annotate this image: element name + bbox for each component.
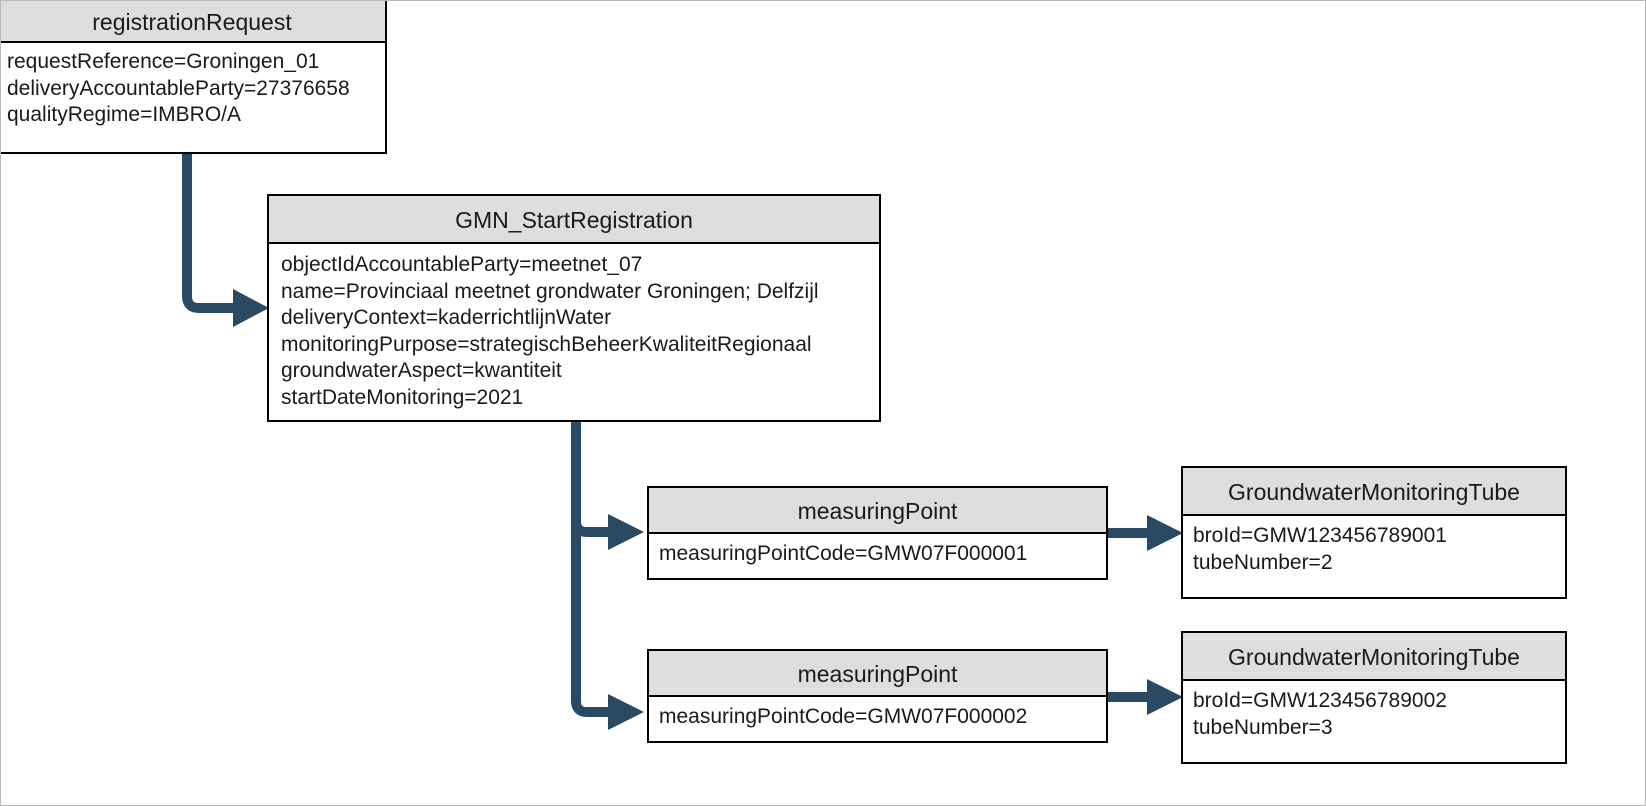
attribute-measuring-point-code: measuringPointCode=GMW07F000001 [659,542,1028,565]
attribute-object-id-accountable-party: objectIdAccountableParty=meetnet_07 [281,253,643,276]
attribute-measuring-point-code: measuringPointCode=GMW07F000002 [659,705,1028,728]
attribute-delivery-accountable-party: deliveryAccountableParty=27376658 [7,76,350,100]
attribute-bro-id: broId=GMW123456789001 [1193,524,1447,547]
uml-box-measuring-point-2[interactable]: measuringPoint measuringPointCode=GMW07F… [647,649,1108,743]
uml-header-measuring-point-2: measuringPoint [649,651,1106,697]
attribute-quality-regime: qualityRegime=IMBRO/A [7,103,242,126]
attribute-tube-number: tubeNumber=2 [1193,550,1333,574]
uml-body-groundwater-monitoring-tube-2: broId=GMW123456789002 tubeNumber=3 [1183,681,1565,741]
uml-box-gmn-start-registration[interactable]: GMN_StartRegistration objectIdAccountabl… [267,194,881,422]
attribute-bro-id: broId=GMW123456789002 [1193,689,1447,712]
uml-header-gmn-start-registration: GMN_StartRegistration [269,196,879,244]
uml-box-measuring-point-1[interactable]: measuringPoint measuringPointCode=GMW07F… [647,486,1108,580]
uml-box-registration-request[interactable]: registrationRequest requestReference=Gro… [1,1,387,154]
attribute-tube-number: tubeNumber=3 [1193,715,1333,739]
attribute-delivery-context: deliveryContext=kaderrichtlijnWater [281,306,612,329]
attribute-name: name=Provinciaal meetnet grondwater Gron… [281,279,819,303]
uml-header-measuring-point-1: measuringPoint [649,488,1106,534]
connector-measuringpoint-1-to-tube-1 [1107,515,1183,551]
attribute-request-reference: requestReference=Groningen_01 [7,50,320,73]
uml-header-groundwater-monitoring-tube-1: GroundwaterMonitoringTube [1183,468,1565,516]
attribute-groundwater-aspect: groundwaterAspect=kwantiteit [281,359,562,382]
uml-header-groundwater-monitoring-tube-2: GroundwaterMonitoringTube [1183,633,1565,681]
attribute-monitoring-purpose: monitoringPurpose=strategischBeheerKwali… [281,332,812,356]
uml-body-registration-request: requestReference=Groningen_01 deliveryAc… [1,43,385,129]
uml-body-gmn-start-registration: objectIdAccountableParty=meetnet_07 name… [269,244,879,411]
uml-body-measuring-point-2: measuringPointCode=GMW07F000002 [649,697,1106,731]
attribute-start-date-monitoring: startDateMonitoring=2021 [281,385,524,409]
uml-body-groundwater-monitoring-tube-1: broId=GMW123456789001 tubeNumber=2 [1183,516,1565,576]
uml-box-groundwater-monitoring-tube-2[interactable]: GroundwaterMonitoringTube broId=GMW12345… [1181,631,1567,764]
uml-body-measuring-point-1: measuringPointCode=GMW07F000001 [649,534,1106,568]
connector-measuringpoint-2-to-tube-2 [1107,679,1183,715]
uml-box-groundwater-monitoring-tube-1[interactable]: GroundwaterMonitoringTube broId=GMW12345… [1181,466,1567,599]
uml-header-registration-request: registrationRequest [1,1,385,43]
